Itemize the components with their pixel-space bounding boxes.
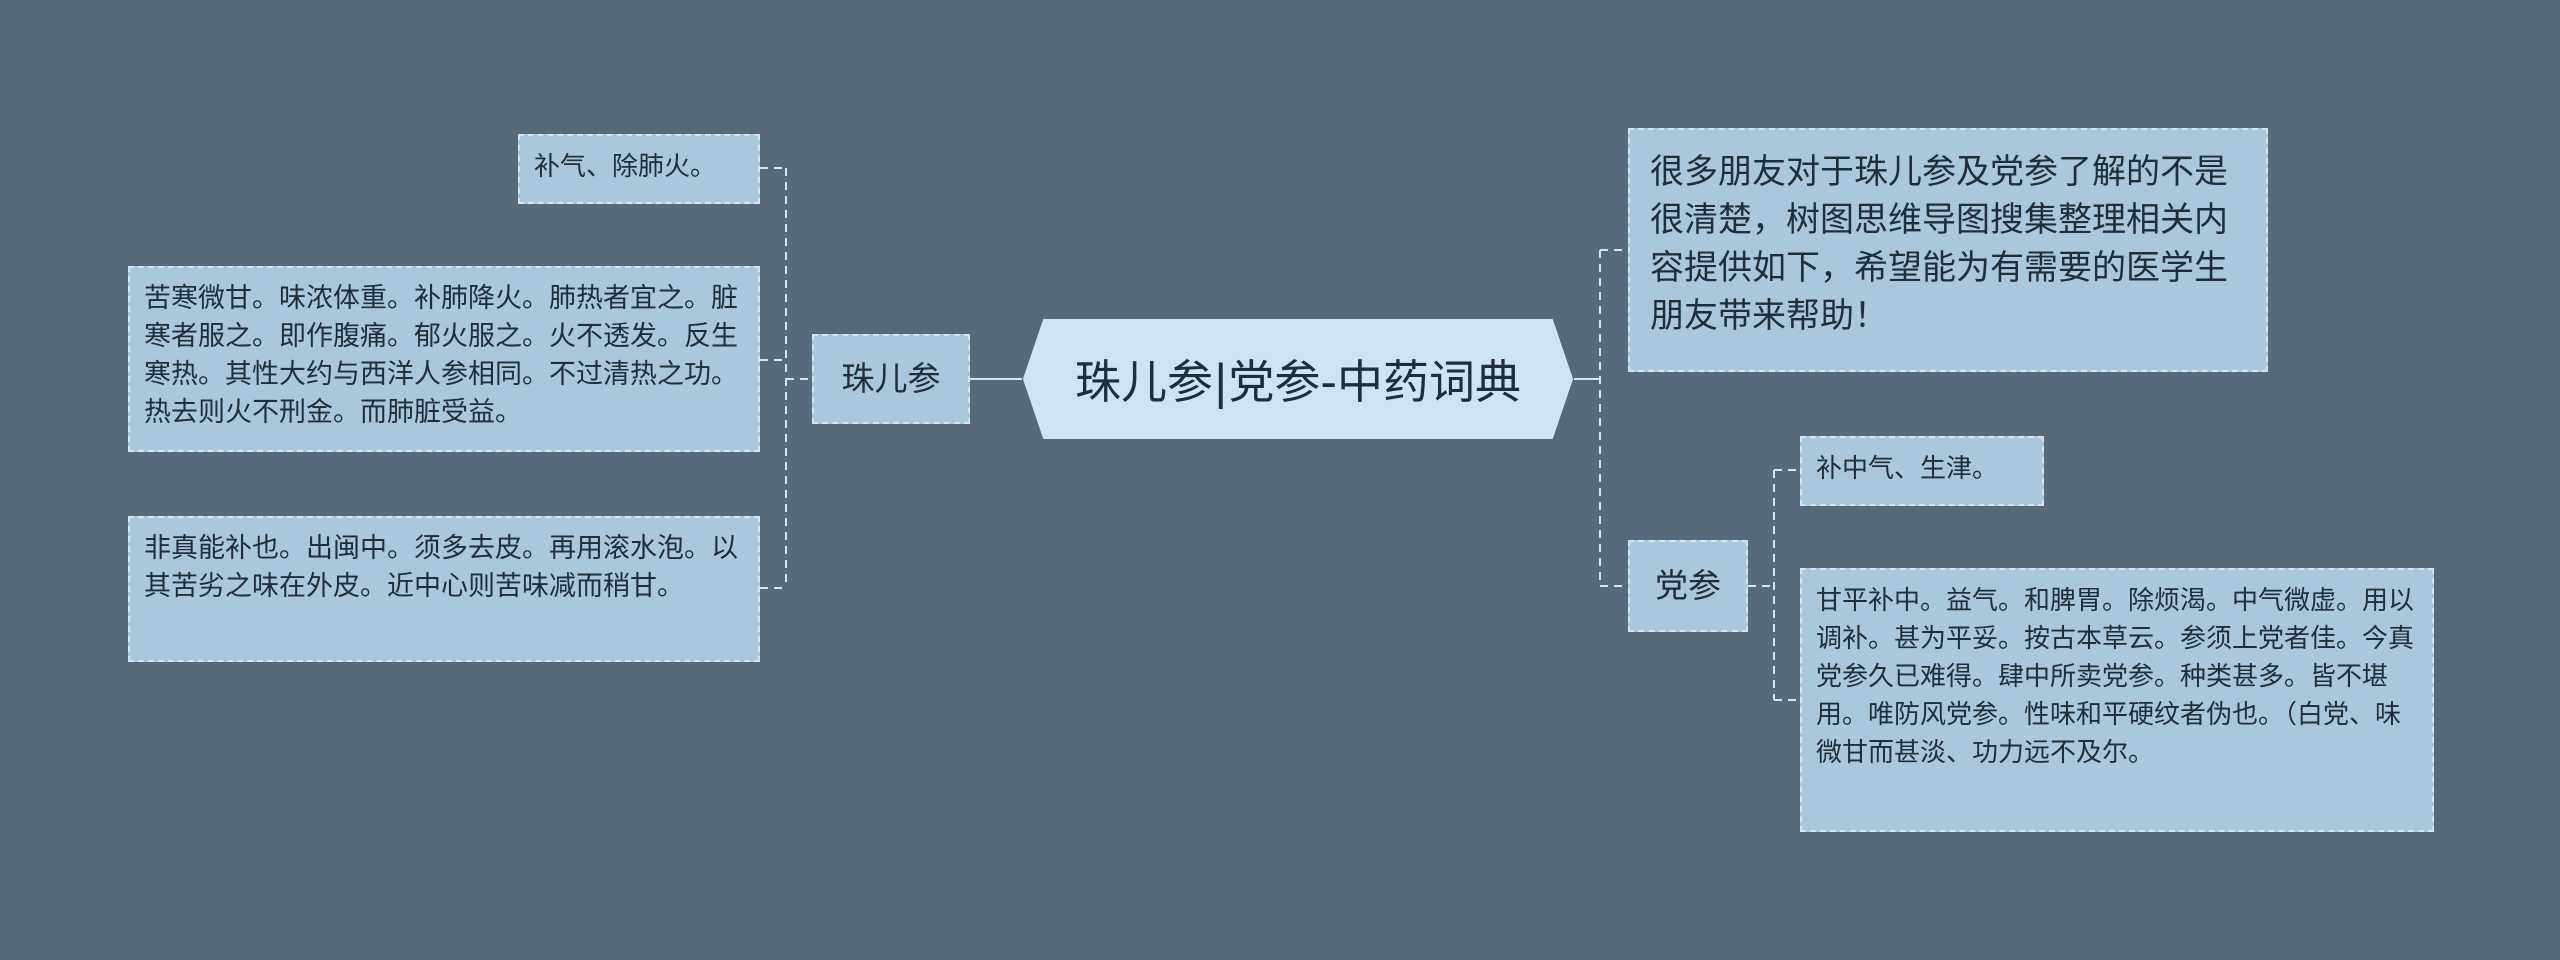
root-node[interactable]: 珠儿参|党参-中药词典 <box>1022 318 1574 440</box>
leaf-zhuershen-1-text: 补气、除肺火。 <box>534 152 717 182</box>
leaf-zhuershen-2[interactable]: 苦寒微甘。味浓体重。补肺降火。肺热者宜之。脏寒者服之。即作腹痛。郁火服之。火不透… <box>128 266 760 452</box>
info-text: 很多朋友对于珠儿参及党参了解的不是很清楚，树图思维导图搜集整理相关内容提供如下，… <box>1650 152 2228 336</box>
leaf-dangshen-1[interactable]: 补中气、生津。 <box>1800 436 2044 506</box>
leaf-zhuershen-3-text: 非真能补也。出闽中。须多去皮。再用滚水泡。以其苦劣之味在外皮。近中心则苦味减而稍… <box>144 533 738 602</box>
leaf-dangshen-1-text: 补中气、生津。 <box>1816 454 1999 484</box>
leaf-zhuershen-3[interactable]: 非真能补也。出闽中。须多去皮。再用滚水泡。以其苦劣之味在外皮。近中心则苦味减而稍… <box>128 516 760 662</box>
branch-dangshen-label: 党参 <box>1655 566 1721 606</box>
branch-zhuershen[interactable]: 珠儿参 <box>812 334 970 424</box>
info-node[interactable]: 很多朋友对于珠儿参及党参了解的不是很清楚，树图思维导图搜集整理相关内容提供如下，… <box>1628 128 2268 372</box>
leaf-zhuershen-2-text: 苦寒微甘。味浓体重。补肺降火。肺热者宜之。脏寒者服之。即作腹痛。郁火服之。火不透… <box>144 283 738 428</box>
branch-zhuershen-label: 珠儿参 <box>841 359 941 399</box>
leaf-dangshen-2[interactable]: 甘平补中。益气。和脾胃。除烦渴。中气微虚。用以调补。甚为平妥。按古本草云。参须上… <box>1800 568 2434 832</box>
branch-dangshen[interactable]: 党参 <box>1628 540 1748 632</box>
leaf-dangshen-2-text: 甘平补中。益气。和脾胃。除烦渴。中气微虚。用以调补。甚为平妥。按古本草云。参须上… <box>1816 586 2415 768</box>
leaf-zhuershen-1[interactable]: 补气、除肺火。 <box>518 134 760 204</box>
root-shape <box>1022 319 1574 439</box>
root-title: 珠儿参|党参-中药词典 <box>1074 355 1522 409</box>
